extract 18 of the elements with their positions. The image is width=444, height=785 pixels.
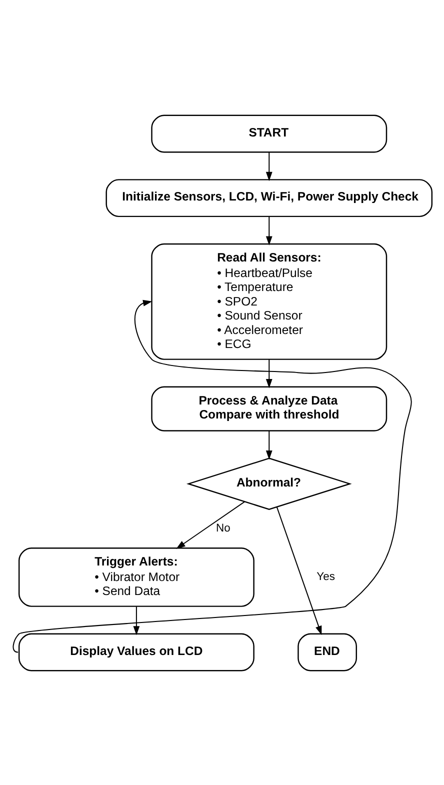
arrow bbox=[176, 500, 244, 548]
node-box: Initialize Sensors, LCD, Wi-Fi, Power Supply Check bbox=[105, 178, 432, 217]
arrow bbox=[265, 359, 272, 388]
arrow bbox=[276, 506, 322, 635]
node-box: Display Values on LCD bbox=[18, 632, 254, 671]
arrow bbox=[12, 299, 411, 652]
edge-label: Yes bbox=[316, 570, 334, 583]
node-box: Trigger Alerts: • Vibrator Motor • Send Data bbox=[18, 547, 254, 606]
node-box: START bbox=[150, 114, 387, 152]
arrow bbox=[265, 430, 272, 460]
node-box: Read All Sensors: • Heartbeat/Pulse • Temperature • SPO2 • Sound Sensor • Accelerometer • ECG bbox=[150, 242, 387, 360]
arrow bbox=[132, 606, 140, 635]
arrow bbox=[265, 216, 272, 245]
node-box: Process & Analyze Data Compare with threshold bbox=[150, 386, 387, 431]
arrow bbox=[265, 152, 272, 181]
node-diamond: Abnormal? bbox=[186, 457, 352, 510]
node-box: END bbox=[297, 632, 356, 671]
edge-label: No bbox=[216, 522, 230, 534]
